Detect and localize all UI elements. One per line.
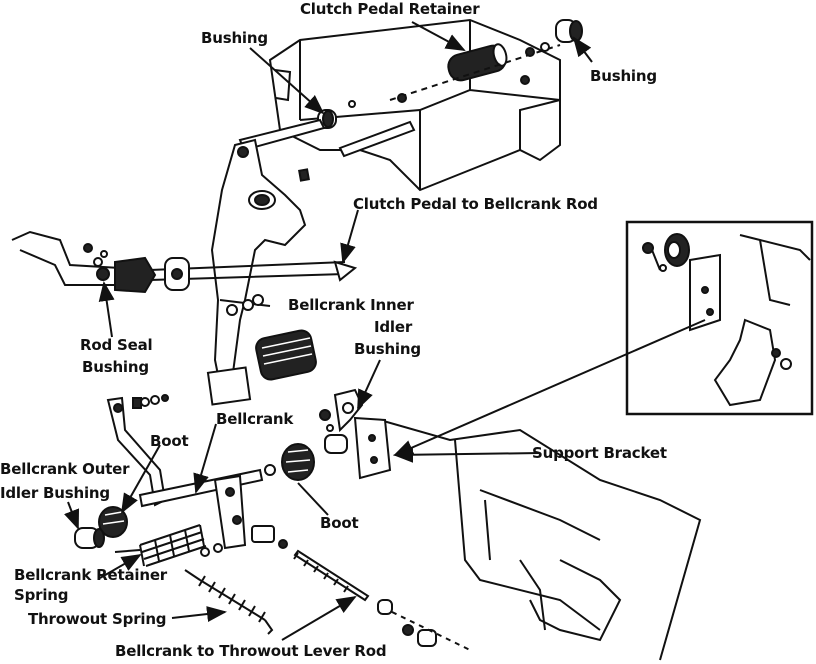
- label-bellcrank: Bellcrank: [216, 410, 294, 428]
- bellcrank-retainer-spring: [114, 524, 288, 567]
- support-bracket-inset: [625, 220, 814, 416]
- label-outer-idler-line-1: Bellcrank Outer: [0, 460, 130, 478]
- support-bracket: [319, 388, 392, 480]
- clutch-pedal-to-bellcrank-rod: [11, 230, 358, 316]
- bushing-top-left: [317, 93, 407, 129]
- boot-right: [264, 443, 315, 481]
- leader-lines: [64, 21, 706, 641]
- bellcrank-outer-idler-bushing: [74, 527, 105, 549]
- label-bellcrank-inner-line-3: Bushing: [354, 340, 421, 358]
- label-support-bracket: Support Bracket: [532, 444, 667, 462]
- label-retainer-spring-line-1: Bellcrank Retainer: [14, 566, 167, 584]
- label-clutch-pedal-to-bellcrank-rod: Clutch Pedal to Bellcrank Rod: [353, 195, 598, 213]
- bellcrank-to-throwout-lever-rod: [293, 549, 471, 651]
- engine-bellhousing: [379, 419, 702, 661]
- label-rod-seal-line-2: Bushing: [82, 358, 149, 376]
- label-retainer-spring-line-2: Spring: [14, 586, 69, 604]
- pedal-mount-housing: [268, 18, 561, 192]
- label-bellcrank-inner-line-2: Idler: [374, 318, 413, 336]
- bellcrank-inner-idler-bushing: [255, 329, 317, 381]
- label-bellcrank-to-throwout-lever-rod: Bellcrank to Throwout Lever Rod: [115, 642, 387, 660]
- label-throwout-spring: Throwout Spring: [28, 610, 167, 628]
- clutch-pedal-arm: [206, 138, 310, 406]
- label-bushing-left: Bushing: [201, 29, 268, 47]
- clutch-pedal-retainer: [389, 42, 561, 101]
- boot-left: [98, 506, 128, 538]
- label-bushing-right: Bushing: [590, 67, 657, 85]
- pedal-pivot-shaft: [238, 118, 416, 158]
- label-bellcrank-inner-line-1: Bellcrank Inner: [288, 296, 414, 314]
- throwout-spring: [184, 569, 274, 635]
- label-boot-left: Boot: [150, 432, 189, 450]
- inset-bracket-detail: [642, 233, 811, 407]
- label-clutch-pedal-retainer: Clutch Pedal Retainer: [300, 0, 480, 18]
- label-boot-right: Boot: [320, 514, 359, 532]
- bushing-top-right: [555, 19, 583, 43]
- label-rod-seal-line-1: Rod Seal: [80, 336, 153, 354]
- label-outer-idler-line-2: Idler Bushing: [0, 484, 110, 502]
